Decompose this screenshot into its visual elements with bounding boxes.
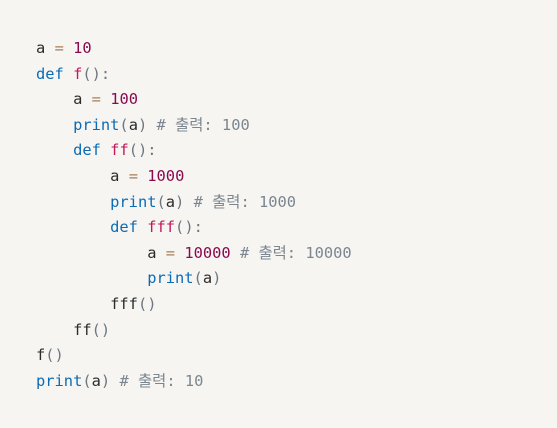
identifier-token: a — [73, 90, 83, 109]
identifier-token: a — [110, 166, 120, 185]
code-line: ff() — [36, 318, 557, 344]
operator-token: = — [91, 90, 101, 109]
number-token: 10000 — [184, 243, 231, 262]
number-token: 1000 — [147, 166, 185, 185]
identifier-token: a — [202, 269, 213, 288]
punctuation-token: (): — [175, 218, 203, 237]
code-line: def f(): — [36, 62, 557, 88]
function-name-token: fff — [147, 218, 176, 237]
keyword-token: print — [36, 371, 83, 390]
code-line: print(a) # 출력: 100 — [36, 113, 557, 139]
indent — [36, 141, 73, 159]
space-token — [147, 116, 156, 134]
comment-token: # 출력: 10000 — [239, 243, 352, 262]
identifier-token: a — [91, 371, 101, 390]
indent — [36, 244, 147, 262]
keyword-token: print — [73, 115, 120, 134]
punctuation-token: () — [45, 346, 64, 365]
operator-token: = — [165, 243, 176, 262]
code-line: a = 10000 # 출력: 10000 — [36, 241, 557, 267]
space-token — [231, 244, 240, 262]
punctuation-token: ) — [100, 371, 111, 390]
space-token — [138, 218, 147, 236]
punctuation-token: ) — [212, 269, 222, 288]
punctuation-token: ( — [119, 115, 129, 134]
punctuation-token: (): — [128, 141, 157, 160]
indent — [36, 167, 110, 185]
punctuation-token: ) — [175, 192, 185, 211]
identifier-token: a — [36, 39, 46, 57]
code-line: print(a) # 출력: 1000 — [36, 190, 557, 216]
indent — [36, 90, 73, 108]
code-line: fff() — [36, 292, 557, 318]
identifier-token: fff — [110, 294, 138, 313]
space-token — [119, 167, 128, 185]
function-name-token: f — [73, 64, 83, 83]
comment-token: # 출력: 100 — [156, 115, 250, 134]
space-token — [101, 141, 110, 159]
punctuation-token: ( — [156, 192, 166, 211]
code-line: def ff(): — [36, 138, 557, 164]
identifier-token: f — [36, 346, 46, 365]
comment-token: # 출력: 10 — [119, 371, 204, 390]
keyword-token: def — [36, 64, 64, 83]
space-token — [64, 65, 73, 83]
punctuation-token: ( — [193, 269, 203, 288]
identifier-token: a — [147, 243, 157, 262]
indent — [36, 295, 110, 313]
space-token — [156, 244, 165, 262]
keyword-token: def — [73, 141, 101, 160]
comment-token: # 출력: 1000 — [193, 192, 297, 211]
space-token — [184, 193, 193, 211]
space-token — [45, 39, 54, 57]
indent — [36, 321, 73, 339]
code-line: f() — [36, 343, 557, 369]
space-token — [138, 167, 147, 185]
number-token: 100 — [110, 90, 139, 109]
number-token: 10 — [73, 39, 92, 57]
indent — [36, 116, 73, 134]
code-line: def fff(): — [36, 215, 557, 241]
space-token — [82, 90, 91, 108]
keyword-token: def — [110, 218, 138, 237]
keyword-token: print — [147, 269, 194, 288]
punctuation-token: (): — [82, 64, 111, 83]
code-line: a = 100 — [36, 87, 557, 113]
punctuation-token: () — [91, 320, 111, 339]
identifier-token: a — [128, 115, 138, 134]
indent — [36, 218, 110, 236]
operator-token: = — [54, 39, 64, 57]
function-name-token: ff — [110, 141, 129, 160]
space-token — [64, 39, 73, 57]
code-line: print(a) # 출력: 10 — [36, 369, 557, 395]
identifier-token: a — [165, 192, 176, 211]
punctuation-token: ( — [82, 371, 92, 390]
indent — [36, 269, 147, 287]
keyword-token: print — [110, 192, 157, 211]
punctuation-token: () — [137, 294, 157, 313]
code-line: print(a) — [36, 266, 557, 292]
space-token — [101, 90, 110, 108]
code-line: a = 10 — [36, 36, 557, 62]
space-token — [175, 244, 184, 262]
identifier-token: ff — [73, 320, 92, 339]
punctuation-token: ) — [137, 115, 148, 134]
code-line: a = 1000 — [36, 164, 557, 190]
operator-token: = — [128, 166, 138, 185]
indent — [36, 193, 110, 211]
